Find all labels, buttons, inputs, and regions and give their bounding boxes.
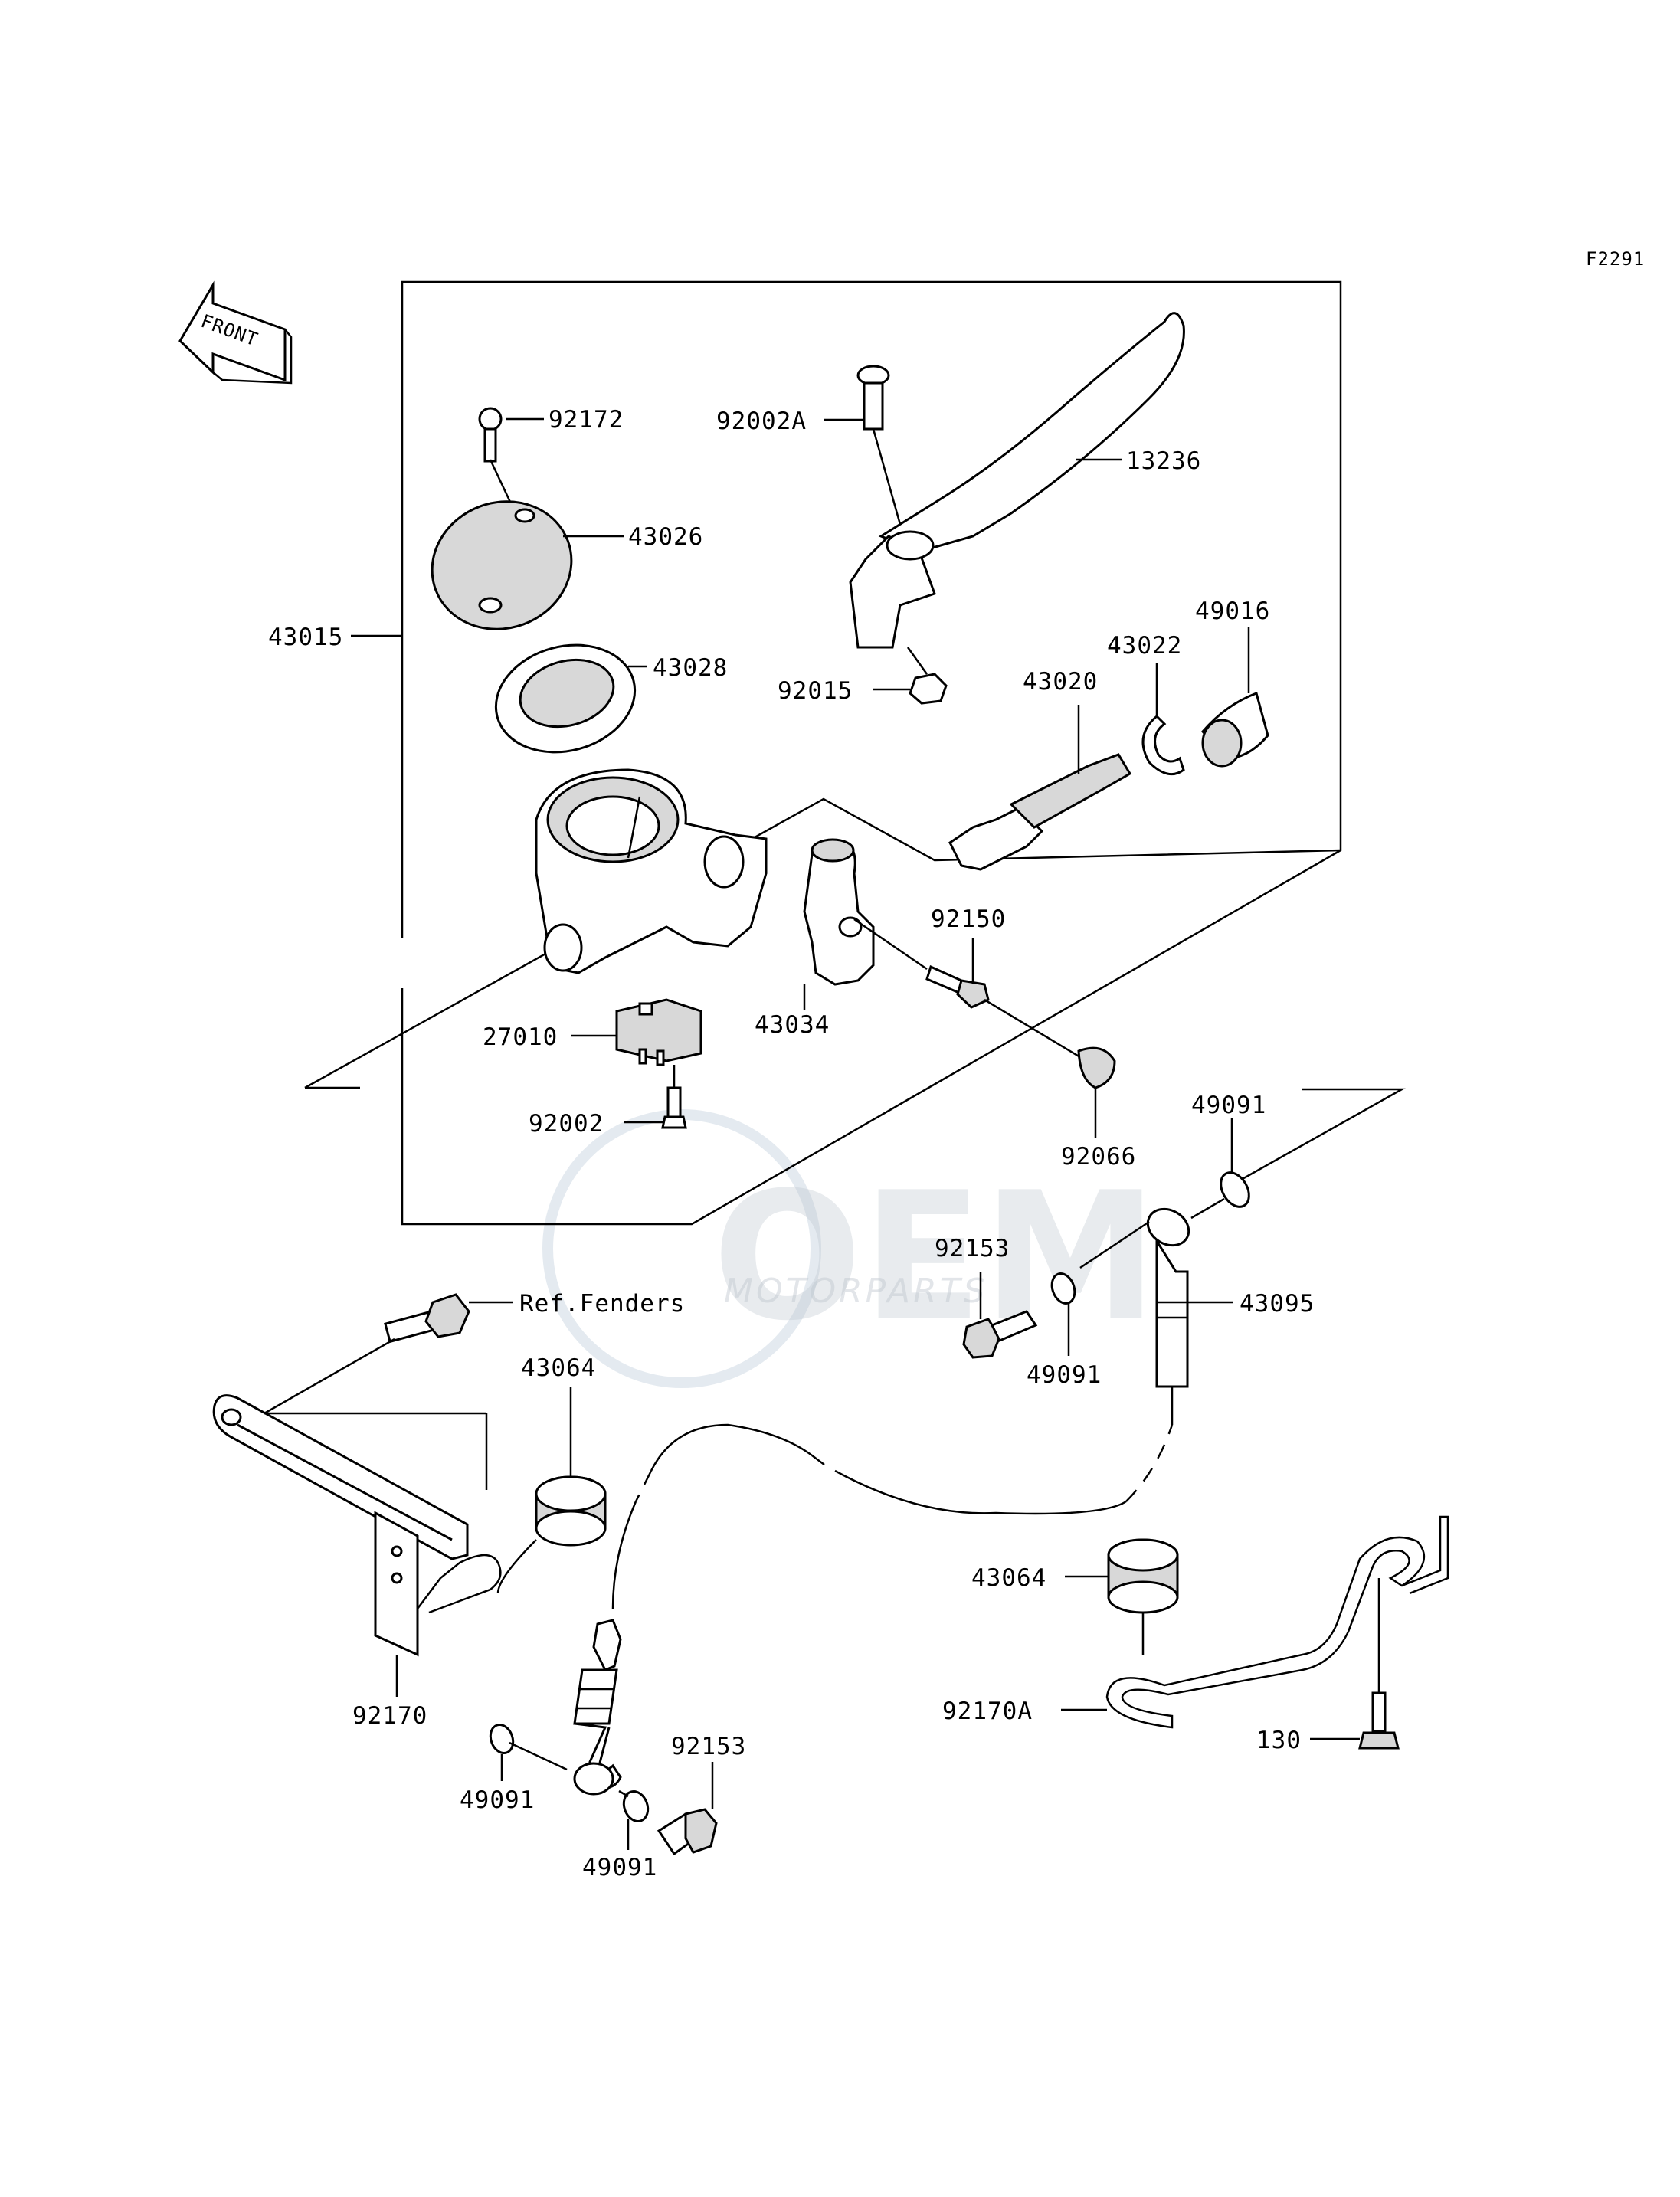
label-92002A: 92002A xyxy=(716,408,807,435)
label-49091-c: 49091 xyxy=(460,1786,535,1814)
label-92172: 92172 xyxy=(549,406,624,434)
label-ref-fenders: Ref.Fenders xyxy=(519,1290,685,1318)
screw-92002A xyxy=(824,365,909,552)
label-27010: 27010 xyxy=(483,1023,558,1051)
label-92153-b: 92153 xyxy=(671,1733,746,1760)
watermark-logo: OEM xyxy=(712,1155,1158,1360)
bolt-92153-a xyxy=(962,1272,1038,1359)
washer-49091-c xyxy=(489,1724,568,1781)
piston-43020 xyxy=(948,705,1132,871)
bolt-92150 xyxy=(853,918,1081,1059)
clamp-43034 xyxy=(803,838,875,1010)
bolt-130 xyxy=(1310,1578,1400,1750)
cap-92066 xyxy=(1077,1046,1116,1138)
watermark-tagline: MOTORPARTS xyxy=(724,1272,988,1311)
circlip-43022 xyxy=(1141,663,1185,776)
screw-92172 xyxy=(478,407,544,526)
label-49016: 49016 xyxy=(1195,598,1270,625)
label-92002: 92002 xyxy=(529,1110,604,1138)
label-43020: 43020 xyxy=(1023,668,1098,696)
label-43064-a: 43064 xyxy=(521,1354,596,1382)
label-43015: 43015 xyxy=(268,624,343,651)
label-130: 130 xyxy=(1256,1727,1302,1754)
cap-43026 xyxy=(431,500,624,630)
washer-49091-b xyxy=(1050,1272,1076,1356)
label-92170A: 92170A xyxy=(942,1698,1033,1725)
grommet-43064-b xyxy=(1065,1538,1179,1655)
label-92170: 92170 xyxy=(352,1702,427,1730)
front-arrow-icon: FRONT xyxy=(178,280,293,385)
label-43026: 43026 xyxy=(628,523,703,551)
assembly-43015-frame xyxy=(304,280,1342,1226)
bolt-92153-b xyxy=(657,1762,718,1856)
master-cylinder-body xyxy=(535,768,768,974)
figure-id: F2291 xyxy=(1586,248,1645,270)
label-43064-b: 43064 xyxy=(971,1564,1046,1592)
label-49091-b: 49091 xyxy=(1027,1361,1102,1389)
watermark: OEM MOTORPARTS xyxy=(542,1109,1158,1388)
grommet-43064-a xyxy=(496,1387,607,1594)
brake-hose xyxy=(611,1387,1174,1609)
label-92153-a: 92153 xyxy=(935,1235,1010,1262)
boot-49016 xyxy=(1201,627,1269,768)
label-49091-d: 49091 xyxy=(582,1854,657,1881)
label-43028: 43028 xyxy=(653,654,728,682)
washer-49091-a xyxy=(1190,1088,1406,1220)
label-92015: 92015 xyxy=(778,677,853,705)
bracket-92170 xyxy=(212,1394,502,1697)
switch-27010 xyxy=(571,998,702,1066)
lever-13236 xyxy=(849,312,1185,649)
hose-lower-end xyxy=(573,1619,622,1796)
diaphragm-43028 xyxy=(494,643,647,754)
nut-92015 xyxy=(873,647,948,705)
label-13236: 13236 xyxy=(1126,447,1201,475)
label-92150: 92150 xyxy=(931,905,1006,933)
screw-92002 xyxy=(624,1065,687,1129)
hose-43095-top xyxy=(1079,1207,1233,1388)
label-43034: 43034 xyxy=(755,1011,830,1039)
label-43022: 43022 xyxy=(1107,632,1182,660)
label-49091-a: 49091 xyxy=(1191,1092,1266,1119)
bolt-ref-fenders xyxy=(264,1293,513,1415)
bracket-92170A xyxy=(1061,1515,1449,1729)
label-43095: 43095 xyxy=(1240,1290,1315,1318)
washer-49091-d xyxy=(618,1789,650,1850)
label-92066: 92066 xyxy=(1061,1143,1136,1171)
